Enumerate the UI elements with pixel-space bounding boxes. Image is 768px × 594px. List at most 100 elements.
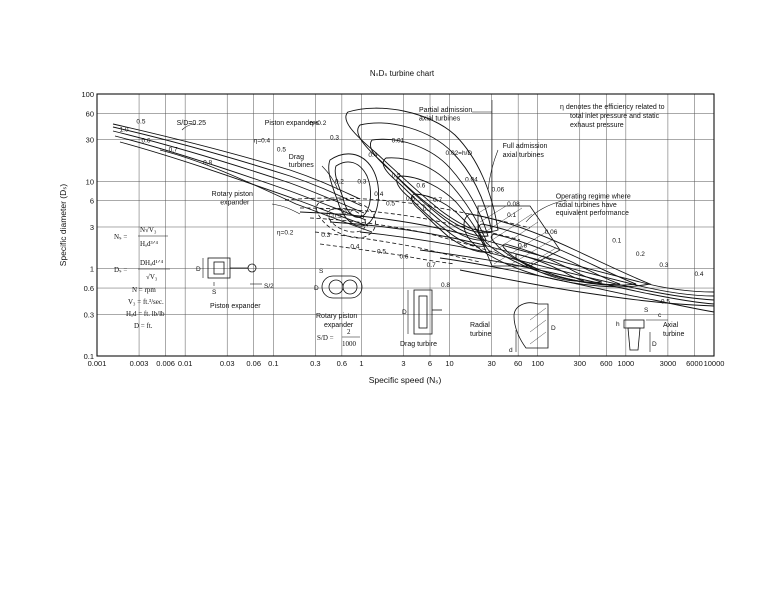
x-tick-label: 0.001	[88, 359, 107, 368]
region-label: Full admission	[503, 143, 548, 150]
rotary-curve	[284, 197, 531, 229]
efficiency-note-line: η denotes the efficiency related to	[560, 104, 665, 111]
region-label: Rotary piston	[212, 191, 253, 198]
rotary-d-label: D	[314, 285, 319, 292]
efficiency-label: (-0.3	[328, 213, 342, 220]
radial-d-small-label: d	[509, 347, 513, 354]
d-definition: D = ft.	[134, 322, 153, 330]
axial-c-label: c	[658, 312, 662, 319]
y-tick-label: 60	[86, 109, 94, 118]
x-tick-label: 600	[600, 359, 613, 368]
region-label: equivalent performance	[556, 210, 629, 217]
x-tick-label: 1	[359, 359, 363, 368]
efficiency-label: 0.2	[636, 251, 645, 258]
axial-h-label: h	[616, 321, 620, 328]
efficiency-label: 0.02=h/D	[446, 150, 473, 157]
drag-turbine-label: Drag turbire	[400, 341, 437, 348]
radial-loop	[490, 233, 621, 285]
efficiency-label: 0.5	[386, 200, 395, 207]
v-definition: V₃ = ft.³/sec.	[128, 298, 164, 306]
efficiency-label: 0.6	[399, 254, 408, 261]
rotary-label-1: Rotary piston	[316, 313, 357, 320]
efficiency-label: 0.6	[416, 182, 425, 189]
y-axis-label: Specific diameter (Dₛ)	[58, 184, 68, 267]
efficiency-note-line: exhaust pressure	[570, 122, 624, 129]
region-label: radial turbines have	[556, 202, 617, 209]
radial-label-2: turbine	[470, 331, 492, 338]
x-tick-label: 6	[428, 359, 432, 368]
x-tick-label: 100	[531, 359, 544, 368]
efficiency-label: 0.7	[169, 146, 178, 153]
piston-curve	[112, 126, 363, 207]
x-tick-label: 0.01	[178, 359, 193, 368]
rotary-loop	[326, 208, 366, 233]
efficiency-label: 0.1	[507, 212, 516, 219]
rotary-curve	[314, 231, 481, 263]
drag-turbine-sketch: D Drag turbire	[400, 289, 442, 348]
piston-expander-label: Piston expander	[210, 303, 261, 310]
region-label: Operating regime where	[556, 193, 631, 200]
axial-d-label: D	[652, 341, 657, 348]
efficiency-label: 0.5	[377, 248, 386, 255]
efficiency-label: 0.8	[203, 160, 212, 167]
region-label: turbines	[289, 162, 314, 169]
radial-loop	[502, 243, 603, 283]
piston-curve	[112, 123, 361, 200]
axial-label-2: turbine	[663, 331, 685, 338]
efficiency-label: 0.3	[330, 135, 339, 142]
partial-admission-loop	[396, 175, 487, 247]
x-tick-label: 300	[574, 359, 587, 368]
radial-turbine-sketch: d D Radial turbine	[470, 302, 556, 354]
radial-loop	[463, 213, 652, 288]
efficiency-label: 0.3	[321, 232, 330, 239]
efficiency-label: 0.06	[545, 229, 558, 236]
axial-curve	[329, 221, 715, 297]
drag-turbine-loop	[328, 153, 379, 227]
axial-curve	[299, 211, 715, 293]
sd-equation-num: 2	[347, 328, 351, 336]
rotary-curve	[299, 207, 521, 241]
operating-regime-leader	[525, 199, 567, 223]
efficiency-label: 0.3	[357, 178, 366, 185]
axial-curve	[359, 231, 715, 301]
region-label: axial turbines	[419, 115, 461, 122]
axial-curve	[439, 257, 715, 313]
y-tick-label: 100	[81, 90, 94, 99]
efficiency-label: 0.7	[427, 262, 436, 269]
efficiency-label: 0.4	[374, 191, 383, 198]
x-tick-label: 3	[401, 359, 405, 368]
drag-turbines-leader	[321, 165, 339, 191]
efficiency-label: 0.5	[136, 118, 145, 125]
full-admission-leader	[487, 149, 499, 191]
piston-s-label: S	[212, 289, 217, 296]
piston-curve	[112, 130, 365, 214]
n-definition: N = rpm	[132, 286, 156, 294]
x-tick-label: 0.03	[220, 359, 235, 368]
rotary-s-label: S	[319, 268, 324, 275]
y-tick-label: 0.1	[84, 352, 94, 361]
operating-regime-hatch	[477, 205, 561, 267]
rotary-curve	[309, 217, 501, 255]
piston-curve	[119, 141, 369, 227]
efficiency-label: 1.0	[120, 127, 129, 134]
efficiency-label: 0.5	[392, 173, 401, 180]
x-tick-label: 10	[445, 359, 453, 368]
y-tick-label: 10	[86, 177, 94, 186]
x-tick-label: 3000	[660, 359, 677, 368]
rotary-curve	[319, 243, 456, 265]
y-tick-label: 6	[90, 197, 94, 206]
efficiency-curves	[112, 100, 715, 313]
efficiency-label: 0.08	[507, 201, 520, 208]
efficiency-label: 0.2	[343, 209, 352, 216]
y-tick-label: 0.6	[84, 284, 94, 293]
x-tick-label: 6000	[686, 359, 703, 368]
piston-s2-label: S/2	[264, 283, 274, 290]
efficiency-label: 0.06	[492, 187, 505, 194]
region-label: Partial admission	[419, 107, 472, 114]
radial-label-1: Radial	[470, 322, 490, 329]
x-axis-label: Specific speed (Nₛ)	[369, 375, 442, 385]
y-tick-label: 0.3	[84, 310, 94, 319]
grid	[96, 93, 715, 357]
